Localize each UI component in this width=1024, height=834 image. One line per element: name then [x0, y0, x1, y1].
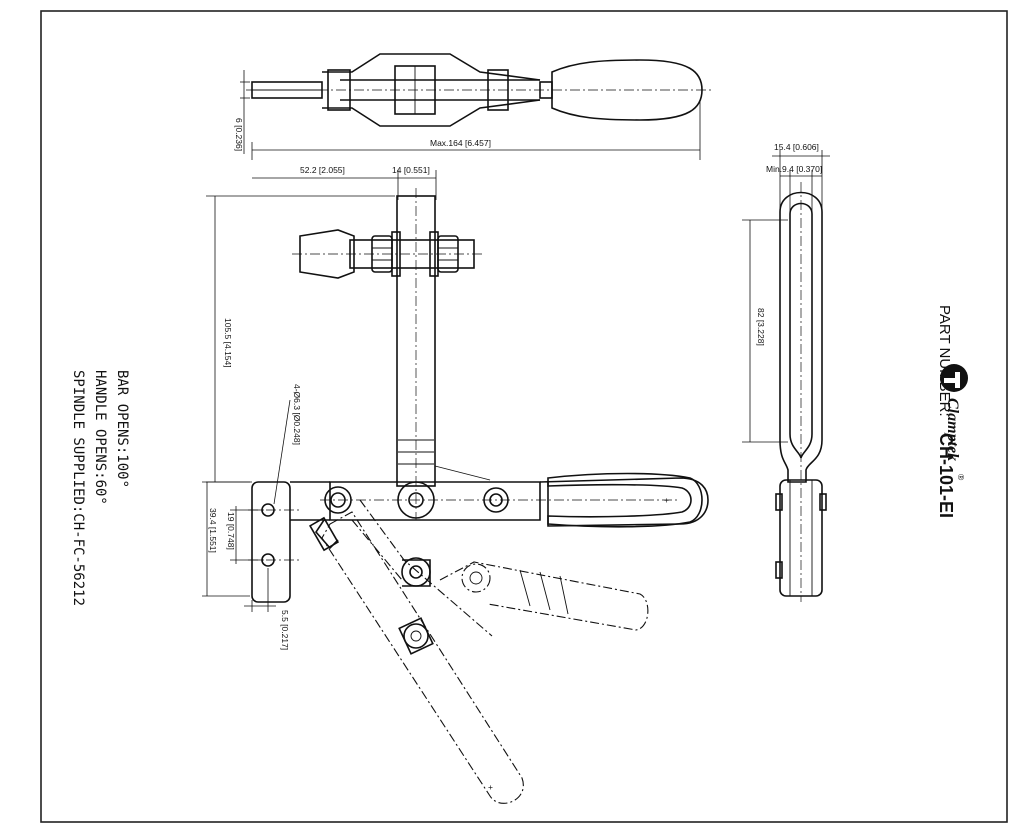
pivot-4 — [401, 557, 431, 587]
dim-height-text: 105.5 [4.154] — [223, 318, 233, 368]
dim-side-width: 15.4 [0.606] Min.9.4 [0.370] — [766, 142, 830, 214]
top-view-handle-grip — [551, 59, 703, 121]
dim-hole-spacing-text: 19 [0.748] — [226, 512, 236, 550]
dim-top-thickness-text: 6 [0.236] — [234, 118, 244, 151]
svg-text:+: + — [488, 782, 493, 792]
dim-hole-edge: 5.5 [0.217] — [244, 568, 290, 650]
svg-text:+: + — [664, 495, 669, 505]
registered-mark: ® — [956, 474, 966, 481]
brand-logo: Clamptek ® — [940, 364, 968, 481]
dim-hole-edge-text: 5.5 [0.217] — [280, 610, 290, 650]
clamp-body — [329, 481, 541, 521]
dim-mount-holes-text: 4-Ø6.3 [Ø0.248] — [292, 384, 302, 445]
dim-top-thickness: 6 [0.236] — [234, 70, 250, 154]
note-bar-opens: BAR OPENS:100° — [114, 370, 130, 488]
dim-max-length-text: Max.164 [6.457] — [430, 138, 491, 148]
dim-slot-width-text: Min.9.4 [0.370] — [766, 164, 822, 174]
base-plate — [251, 481, 291, 603]
dim-bar-offset: 52.2 [2.055] 14 [0.551] — [252, 165, 437, 200]
notes: BAR OPENS:100° HANDLE OPENS:60° SPINDLE … — [70, 370, 130, 606]
side-view-bar-outer — [779, 191, 823, 483]
spindle-knurled-cap — [299, 229, 355, 279]
handle-open-position — [439, 561, 649, 631]
side-view — [775, 182, 827, 602]
side-view-slot — [789, 202, 813, 459]
bar-open-position — [321, 511, 524, 804]
front-view: + + — [248, 188, 709, 804]
dim-bar-width-text: 14 [0.551] — [392, 165, 430, 175]
dim-mount-holes: 4-Ø6.3 [Ø0.248] — [273, 384, 302, 505]
brand-name: Clamptek — [944, 398, 961, 461]
spindle-assembly — [292, 229, 482, 279]
dim-max-length: Max.164 [6.457] — [251, 100, 701, 160]
dim-base: 19 [0.748] 39.4 [1.551] — [202, 481, 264, 597]
part-number-value: CH-101-EI — [936, 433, 956, 518]
dim-bar-offset-text: 52.2 [2.055] — [300, 165, 345, 175]
side-view-base — [779, 479, 823, 597]
note-handle-opens: HANDLE OPENS:60° — [92, 370, 108, 505]
dim-base-length-text: 39.4 [1.551] — [208, 508, 218, 553]
dim-side-width-text: 15.4 [0.606] — [774, 142, 819, 152]
note-spindle-supplied: SPINDLE SUPPLIED:CH-FC-56212 — [70, 370, 86, 606]
top-view — [246, 53, 712, 127]
dim-slot-length: 82 [3.228] — [742, 219, 788, 443]
drawing-border — [40, 10, 1008, 823]
dim-slot-length-text: 82 [3.228] — [756, 308, 766, 346]
